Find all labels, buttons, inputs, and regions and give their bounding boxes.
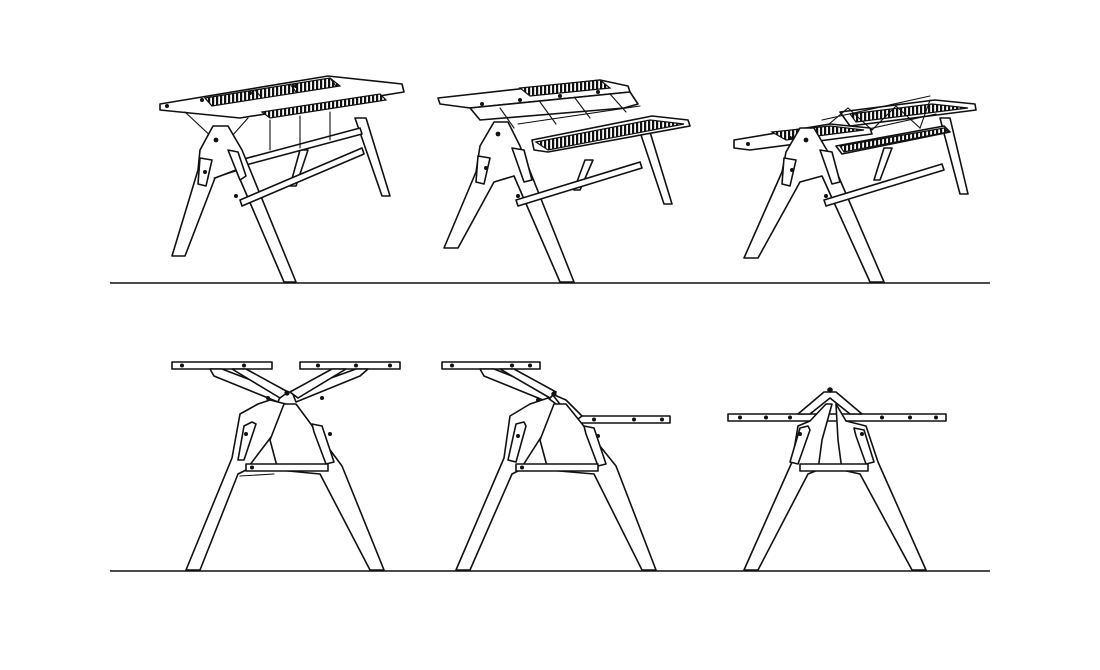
perspective-double-bench bbox=[733, 95, 977, 283]
side-table bbox=[171, 361, 401, 571]
side-bench bbox=[441, 361, 671, 571]
perspective-bench bbox=[437, 79, 691, 283]
perspective-table bbox=[159, 75, 405, 283]
side-double-bench bbox=[727, 387, 947, 571]
